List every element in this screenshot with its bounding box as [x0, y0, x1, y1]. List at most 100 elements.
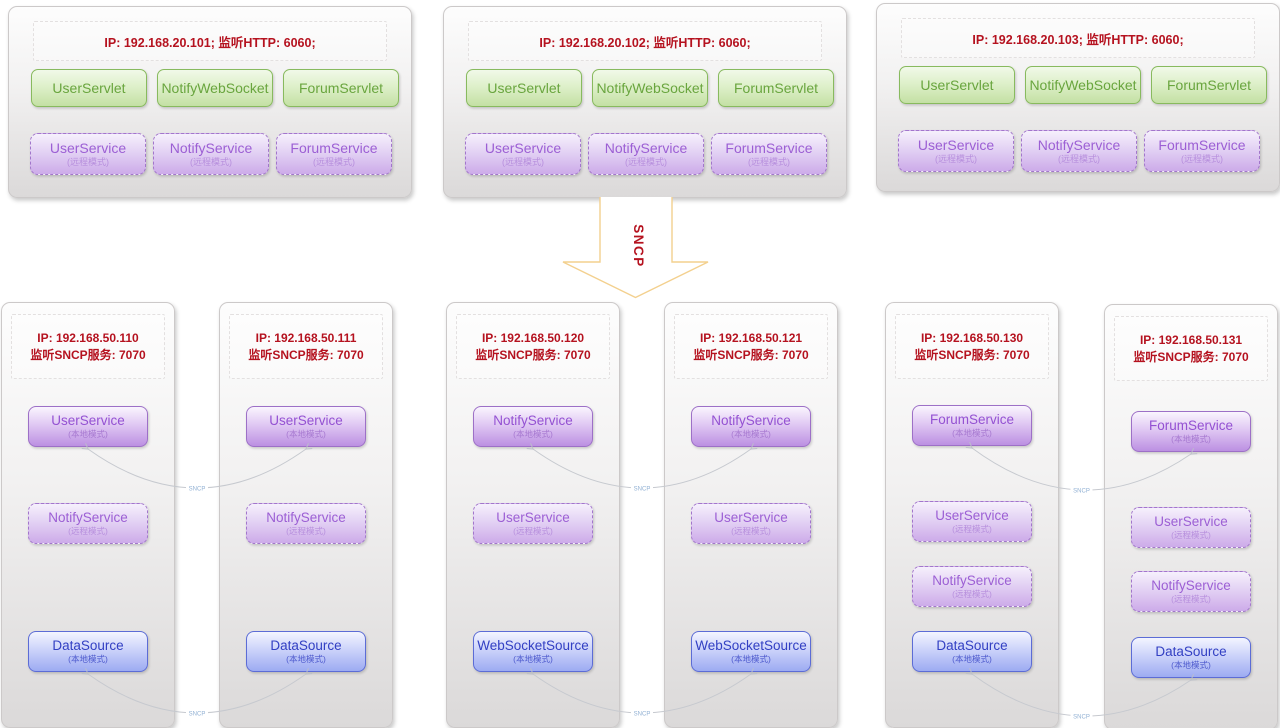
service-box: UserService(远程模式)	[898, 130, 1014, 172]
service-name: ForumService	[290, 140, 378, 156]
servlet-box: ForumServlet	[718, 69, 834, 107]
service-row: UserService(远程模式)NotifyService(远程模式)Foru…	[30, 133, 392, 175]
server-ip-header: IP: 192.168.20.102; 监听HTTP: 6060;	[468, 21, 822, 61]
service-name: NotifyService	[932, 573, 1012, 588]
connector-label: SNCP	[1073, 489, 1090, 495]
service-mode: (本地模式)	[731, 654, 771, 664]
service-name: UserService	[714, 510, 788, 525]
service-box: UserService(远程模式)	[473, 503, 593, 544]
service-row: UserService(远程模式)NotifyService(远程模式)Foru…	[465, 133, 827, 175]
server-listen-text: 监听SNCP服务: 7070	[1133, 349, 1249, 364]
service-mode: (远程模式)	[935, 154, 977, 164]
service-name: UserService	[484, 140, 562, 156]
service-mode: (本地模式)	[68, 654, 108, 664]
server-ip-text: IP: 192.168.50.120	[481, 330, 585, 345]
service-name: NotifyService	[711, 413, 791, 428]
service-name: UserService	[269, 413, 343, 428]
service-box: UserService(远程模式)	[691, 503, 811, 544]
connector-label-bg	[631, 709, 653, 717]
server-listen-text: 监听SNCP服务: 7070	[475, 347, 591, 362]
service-mode: (远程模式)	[1171, 594, 1211, 604]
service-box: DataSource(本地模式)	[28, 631, 148, 672]
server-ip-header: IP: 192.168.50.120 监听SNCP服务: 7070	[456, 314, 610, 379]
service-name: UserService	[51, 413, 125, 428]
service-box: NotifyService(远程模式)	[1021, 130, 1137, 172]
service-name: UserService	[1154, 514, 1228, 529]
connector-label-bg	[1070, 712, 1093, 720]
server-ip-text: IP: 192.168.20.102; 监听HTTP: 6060;	[539, 35, 751, 50]
service-name: DataSource	[936, 638, 1008, 653]
connector-label-bg	[186, 709, 208, 717]
http-server-node: IP: 192.168.20.102; 监听HTTP: 6060; UserSer…	[443, 6, 847, 198]
service-name: UserService	[935, 508, 1009, 523]
service-name: UserService	[917, 137, 995, 153]
server-listen-text: 监听SNCP服务: 7070	[248, 347, 364, 362]
service-box: WebSocketSource(本地模式)	[473, 631, 593, 672]
connector-label: SNCP	[189, 712, 206, 718]
servlet-box: ForumServlet	[283, 69, 399, 107]
connector-label-bg	[186, 484, 208, 492]
service-box: ForumService(远程模式)	[1144, 130, 1260, 172]
connector-label: SNCP	[1073, 715, 1090, 721]
server-listen-text: 监听SNCP服务: 7070	[693, 347, 809, 362]
connector-label: SNCP	[189, 487, 206, 493]
service-box: ForumService(远程模式)	[276, 133, 392, 175]
service-name: ForumService	[929, 412, 1015, 427]
server-listen-text: 监听SNCP服务: 7070	[30, 347, 146, 362]
service-mode: (远程模式)	[68, 526, 108, 536]
server-ip-text: IP: 192.168.20.103; 监听HTTP: 6060;	[972, 32, 1184, 47]
service-name: NotifyService	[1151, 578, 1231, 593]
service-mode: (本地模式)	[286, 429, 326, 439]
servlet-box: UserServlet	[31, 69, 147, 107]
service-name: NotifyService	[169, 140, 253, 156]
connector-label: SNCP	[634, 712, 651, 718]
service-name: NotifyService	[266, 510, 346, 525]
server-ip-text: IP: 192.168.50.111	[255, 330, 357, 345]
service-name: WebSocketSource	[695, 638, 807, 653]
service-box: WebSocketSource(本地模式)	[691, 631, 811, 672]
sncp-arrow-shape	[562, 197, 709, 299]
service-name: WebSocketSource	[477, 638, 589, 653]
service-mode: (本地模式)	[513, 654, 553, 664]
servlet-box: UserServlet	[899, 66, 1015, 104]
service-name: UserService	[496, 510, 570, 525]
service-mode: (远程模式)	[625, 157, 667, 167]
servlet-box: NotifyWebSocket	[592, 69, 708, 107]
service-name: NotifyService	[604, 140, 688, 156]
service-mode: (远程模式)	[286, 526, 326, 536]
servlet-row: UserServlet NotifyWebSocket ForumServlet	[31, 69, 399, 107]
server-ip-text: IP: 192.168.50.130	[920, 330, 1024, 345]
http-server-node: IP: 192.168.20.101; 监听HTTP: 6060;UserSer…	[8, 6, 412, 198]
service-box: NotifyService(远程模式)	[912, 566, 1032, 607]
servlet-box: NotifyWebSocket	[157, 69, 273, 107]
service-box: UserService(远程模式)	[465, 133, 581, 175]
service-row: UserService(远程模式)NotifyService(远程模式)Foru…	[898, 130, 1260, 172]
connector-label-bg	[1070, 486, 1093, 494]
server-ip-header: IP: 192.168.20.103; 监听HTTP: 6060;	[901, 18, 1255, 58]
service-name: NotifyService	[48, 510, 128, 525]
service-box: NotifyService(远程模式)	[153, 133, 269, 175]
service-mode: (远程模式)	[952, 589, 992, 599]
service-name: NotifyService	[1037, 137, 1121, 153]
server-ip-text: IP: 192.168.50.121	[699, 330, 803, 345]
service-mode: (本地模式)	[286, 654, 326, 664]
service-mode: (远程模式)	[748, 157, 790, 167]
service-mode: (本地模式)	[952, 428, 992, 438]
server-ip-text: IP: 192.168.50.110	[37, 330, 139, 345]
http-server-node: IP: 192.168.20.103; 监听HTTP: 6060; UserSer…	[876, 3, 1280, 192]
server-ip-header: IP: 192.168.50.110 监听SNCP服务: 7070	[11, 314, 165, 379]
connector-label: SNCP	[634, 487, 651, 493]
service-mode: (本地模式)	[731, 429, 771, 439]
service-box: UserService(远程模式)	[1131, 507, 1251, 548]
